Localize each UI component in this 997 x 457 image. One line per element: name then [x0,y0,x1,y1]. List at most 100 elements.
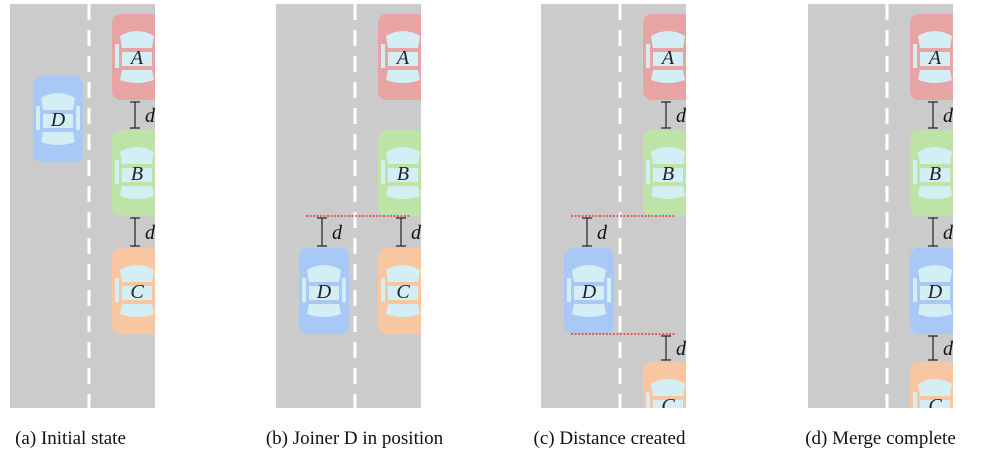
side-window [913,44,917,68]
rear-window [572,304,606,317]
windshield [120,147,154,164]
side-window [421,278,425,302]
distance-marker: d [928,335,954,361]
side-window [686,392,690,416]
rear-window [386,70,420,83]
car-label: A [927,47,942,69]
car-c: C [112,248,155,334]
panel-caption: (a) Initial state [15,428,126,449]
car-label: B [929,163,941,185]
roof-window [388,52,418,66]
car-b: B [910,130,953,216]
car-b: B [378,130,425,216]
windshield [386,265,420,282]
roof-window [653,400,683,408]
distance-label: d [676,338,687,360]
distance-marker: d [582,217,608,247]
car-label: B [662,163,674,185]
side-window [115,278,119,302]
roof-window [388,286,418,300]
car-label: B [131,163,143,185]
distance-marker: d [661,335,687,361]
car-b: B [112,130,159,216]
distance-marker: d [396,217,422,247]
windshield [386,31,420,48]
distance-label: d [943,105,954,127]
distance-label: d [597,222,608,244]
distance-marker: d [317,217,343,247]
distance-label: d [676,105,687,127]
windshield [120,31,154,48]
side-window [953,392,957,416]
vehicles: A B CD [564,14,690,416]
distance-marker: d [928,101,954,129]
car-a: A [378,14,425,100]
side-window [76,106,80,130]
roof-window [122,286,152,300]
distance-label: d [145,105,156,127]
car-c: C [378,248,425,334]
windshield [651,31,685,48]
panel-4: A B D Cd d d (d) Merge complete [805,4,957,449]
roof-window [920,52,950,66]
car-a: A [910,14,957,100]
car-d: D [564,248,614,334]
car-d: D [33,76,83,162]
distance-label: d [943,222,954,244]
car-label: C [396,281,410,303]
windshield [651,147,685,164]
roof-window [388,168,418,182]
side-window [646,44,650,68]
car-b: B [643,130,686,216]
car-d: D [299,248,349,334]
roof-window [920,168,950,182]
car-c: C [643,362,690,416]
side-window [381,44,385,68]
windshield [41,93,75,110]
car-label: D [927,281,943,303]
roof-window [122,168,152,182]
distance-label: d [145,222,156,244]
side-window [421,44,425,68]
windshield [918,379,952,396]
rear-window [307,304,341,317]
panel-caption: (b) Joiner D in position [266,428,444,449]
panel-2: A B C Dd d (b) Joiner D in position [266,4,444,449]
distance-label: d [411,222,422,244]
roof-window [653,168,683,182]
side-window [421,160,425,184]
windshield [651,379,685,396]
roof-window [309,286,339,300]
side-window [953,44,957,68]
side-window [646,392,650,408]
side-window [607,278,611,302]
panel-caption: (d) Merge complete [805,428,956,449]
distance-marker: d [661,101,687,129]
windshield [918,31,952,48]
rear-window [120,70,154,83]
windshield [572,265,606,282]
car-a: A [643,14,686,100]
distance-label: d [943,338,954,360]
car-label: B [397,163,409,185]
side-window [913,278,917,302]
distance-label: d [332,222,343,244]
windshield [307,265,341,282]
side-window [913,160,917,184]
car-c: C [910,362,957,417]
roof-window [43,114,73,128]
side-window [646,160,650,184]
rear-window [918,304,952,317]
roof-window [920,400,950,408]
rear-window [386,186,420,199]
rear-window [918,70,952,83]
distance-marker: d [130,101,156,129]
car-label: C [928,395,942,417]
rear-window [120,186,154,199]
side-window [155,160,159,184]
side-window [913,392,917,408]
rear-window [41,132,75,145]
rear-window [651,186,685,199]
